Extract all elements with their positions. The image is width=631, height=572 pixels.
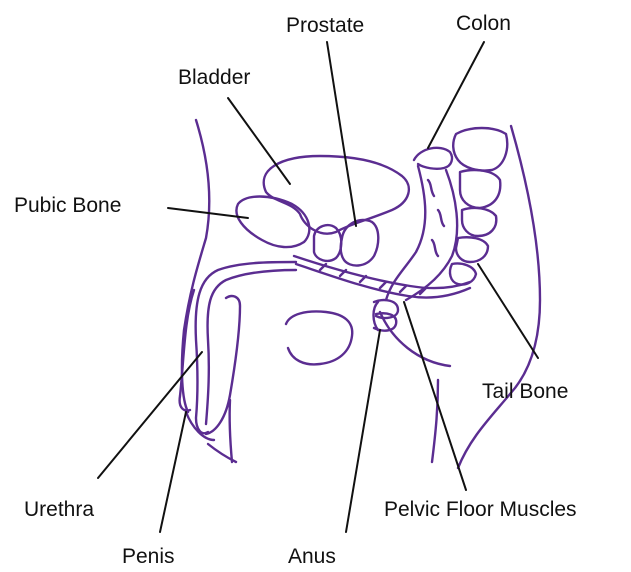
leader-penis — [160, 412, 186, 532]
leader-tail-bone — [478, 264, 538, 358]
label-urethra: Urethra — [24, 498, 94, 521]
pubic-bone-shape — [236, 197, 309, 248]
label-pelvic-floor-muscles: Pelvic Floor Muscles — [384, 498, 577, 521]
label-prostate: Prostate — [286, 14, 364, 37]
pelvic-floor-band — [294, 256, 470, 298]
label-colon: Colon — [456, 12, 511, 35]
leader-prostate — [327, 42, 356, 226]
bladder-shape — [264, 156, 409, 234]
colon-shape — [386, 148, 457, 300]
leader-pelvic-floor — [404, 302, 466, 490]
label-penis: Penis — [122, 545, 175, 568]
leader-anus — [346, 330, 380, 532]
label-tail-bone: Tail Bone — [482, 380, 568, 403]
label-pubic-bone: Pubic Bone — [14, 194, 121, 217]
urethra-penis-shape — [180, 262, 296, 440]
prostate-right-lobe — [341, 220, 379, 266]
scrotum-shape — [286, 312, 352, 365]
leader-colon — [428, 42, 484, 148]
label-anus: Anus — [288, 545, 336, 568]
anal-canal-shape — [374, 300, 399, 331]
labels: Prostate Colon Bladder Pubic Bone Tail B… — [14, 12, 577, 568]
prostate-left-lobe — [314, 225, 341, 261]
leader-bladder — [228, 98, 290, 184]
label-bladder: Bladder — [178, 66, 250, 89]
leader-lines — [98, 42, 538, 532]
tail-bone-shape — [450, 128, 507, 285]
